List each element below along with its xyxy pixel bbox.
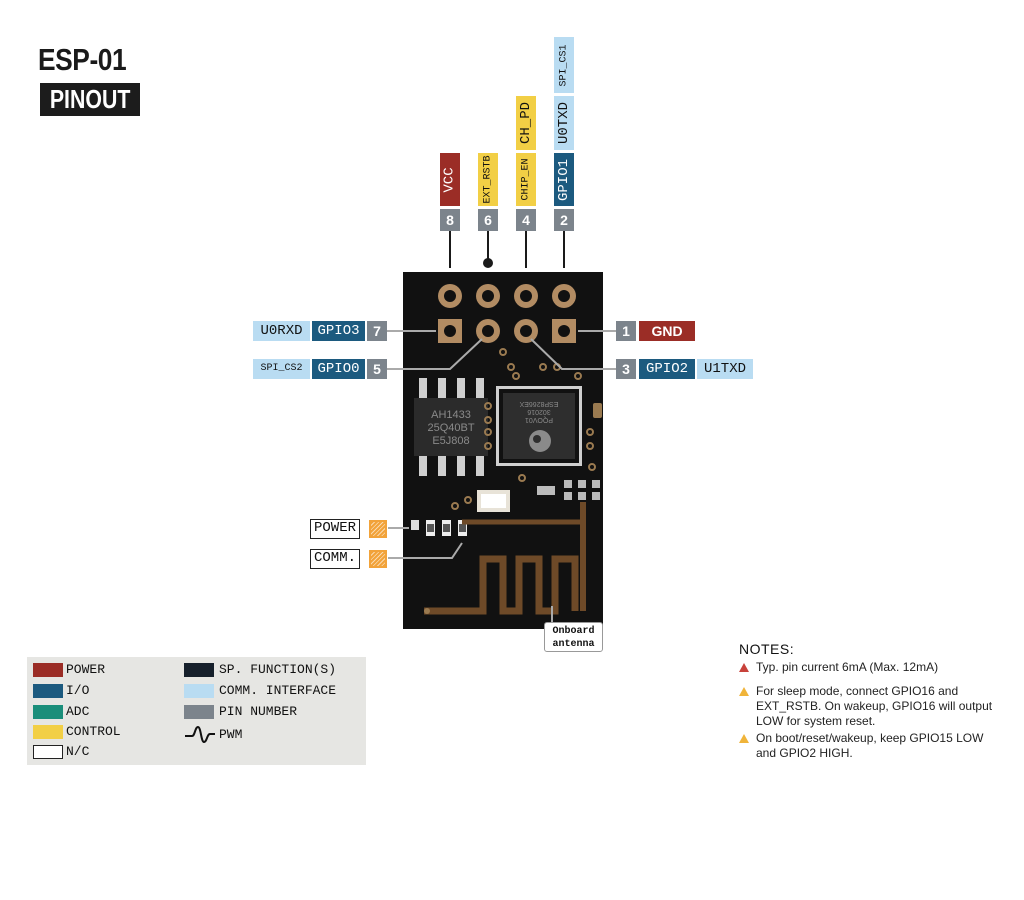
legend-swatch-comm-interface [184,684,214,698]
title-pinout-badge: PINOUT [40,83,140,116]
esp8266-chip: ESP8266EX 302016 PQOV01 [496,386,582,466]
label-gpio1: GPIO1 [554,153,574,206]
legend-label-control: CONTROL [66,724,121,739]
label-u0txd: U0TXD [554,96,574,150]
label-gpio3: GPIO3 [312,321,365,341]
notes-title: NOTES: [739,641,795,657]
legend-swatch-power [33,663,63,677]
legend-swatch-nc [33,745,63,759]
svg-text:25Q40BT: 25Q40BT [427,422,474,434]
legend-swatch-io [33,684,63,698]
legend-label-adc: ADC [66,704,90,719]
led-swatch-icon [369,550,387,568]
warning-triangle-red-icon [739,663,749,672]
legend-label-pin-number: PIN NUMBER [219,704,298,719]
pin-number-4: 4 [516,209,536,231]
legend-label-nc: N/C [66,744,90,759]
pin-number-6: 6 [478,209,498,231]
note-3: On boot/reset/wakeup, keep GPIO15 LOW an… [756,731,984,760]
svg-text:AH1433: AH1433 [431,409,471,421]
legend-label-comm-interface: COMM. INTERFACE [219,683,337,698]
label-spi-cs1: SPI_CS1 [554,37,574,93]
legend-label-io: I/O [66,683,90,698]
legend-swatch-adc [33,705,63,719]
pin-pads [438,284,576,343]
led-swatch-icon [369,520,387,538]
note-1: Typ. pin current 6mA (Max. 12mA) [756,660,939,674]
label-u0rxd: U0RXD [253,321,310,341]
wire-pin5 [387,338,483,370]
label-vcc: VCC [440,153,460,206]
label-gpio2: GPIO2 [639,359,695,379]
wire-pin3 [530,338,616,370]
pin-number-2: 2 [554,209,574,231]
legend-swatch-control [33,725,63,739]
label-ext-rstb: EXT_RSTB [478,153,498,206]
label-u1txd: U1TXD [697,359,753,379]
label-gnd: GND [639,321,695,341]
pin-number-1: 1 [616,321,636,341]
antenna-trace [424,555,579,615]
label-chip-en: CHIP_EN [516,153,536,206]
label-power-led: POWER [310,519,361,539]
svg-text:ESP8266EX: ESP8266EX [519,400,558,407]
legend-label-sp-function: SP. FUNCTION(S) [219,662,337,677]
label-ch-pd: CH_PD [516,96,536,150]
svg-text:PQOV01: PQOV01 [525,416,553,423]
pin-number-3: 3 [616,359,636,379]
legend-label-power: POWER [66,662,106,677]
label-gpio0: GPIO0 [312,359,365,379]
pin-number-5: 5 [367,359,387,379]
legend: POWER I/O ADC CONTROL N/C SP. FUNCTION(S… [27,657,366,765]
note-2: For sleep mode, connect GPIO16 and EXT_R… [756,684,993,728]
flash-chip: AH1433 25Q40BT E5J808 [414,378,488,476]
title-esp01: ESP-01 [38,42,127,77]
pin-number-8: 8 [440,209,460,231]
pwm-wave-icon [185,725,215,744]
label-comm-led: COMM. [310,549,361,569]
wire-comm-led [388,542,463,559]
label-spi-cs2: SPI_CS2 [253,359,310,379]
svg-text:302016: 302016 [527,408,550,415]
legend-swatch-sp-function [184,663,214,677]
pin-number-7: 7 [367,321,387,341]
svg-text:E5J808: E5J808 [432,435,469,447]
legend-swatch-pin-number [184,705,214,719]
warning-triangle-yellow-icon [739,734,749,743]
warning-triangle-yellow-icon [739,687,749,696]
legend-label-pwm: PWM [219,727,243,742]
nc-dot-pin6 [483,258,493,268]
label-onboard-antenna: Onboard antenna [544,622,603,652]
